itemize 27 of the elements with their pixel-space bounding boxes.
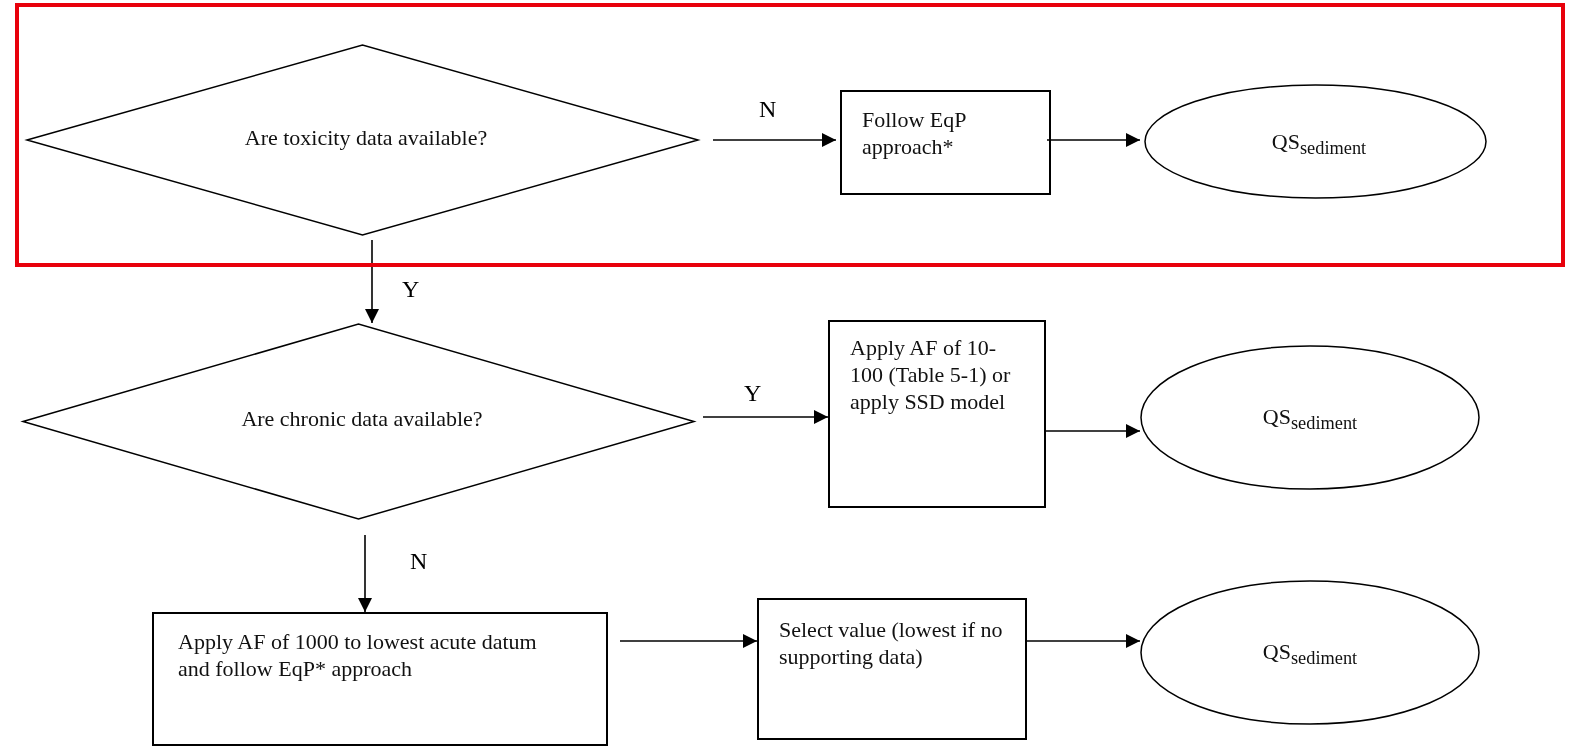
node-text: Apply AF of 10-100 (Table 5-1) or apply SSD model [850, 334, 1012, 415]
node-text: QS$_{sediment}$ [1261, 638, 1359, 671]
node-text: Are chronic data available? [240, 405, 484, 432]
arrow [1045, 424, 1141, 438]
highlight-frame [15, 3, 1565, 267]
terminal-ellipse [1140, 345, 1480, 490]
process-box [828, 320, 1046, 508]
decision-diamond [22, 323, 695, 520]
arrow [358, 534, 372, 613]
terminal-ellipse [1140, 580, 1480, 725]
arrow [1026, 634, 1141, 648]
node-text: QS$_{sediment}$ [1261, 403, 1359, 436]
node-text: Apply AF of 1000 to lowest acute datum and follow EqP* approach [178, 628, 538, 682]
decision-diamond [26, 44, 699, 236]
process-box [757, 598, 1027, 740]
node-text: Follow EqP approach* [862, 106, 967, 160]
process-box [152, 612, 608, 746]
process-box [840, 90, 1051, 195]
node-text: Select value (lowest if no supporting data) [779, 616, 1004, 670]
arrow [619, 634, 758, 648]
arrow [702, 410, 829, 424]
terminal-ellipse [1144, 84, 1487, 199]
node-text: Are toxicity data available? [243, 124, 489, 151]
node-text: QS$_{sediment}$ [1270, 128, 1368, 161]
arrow [1046, 133, 1141, 147]
arrow [712, 133, 837, 147]
arrow [365, 239, 379, 324]
